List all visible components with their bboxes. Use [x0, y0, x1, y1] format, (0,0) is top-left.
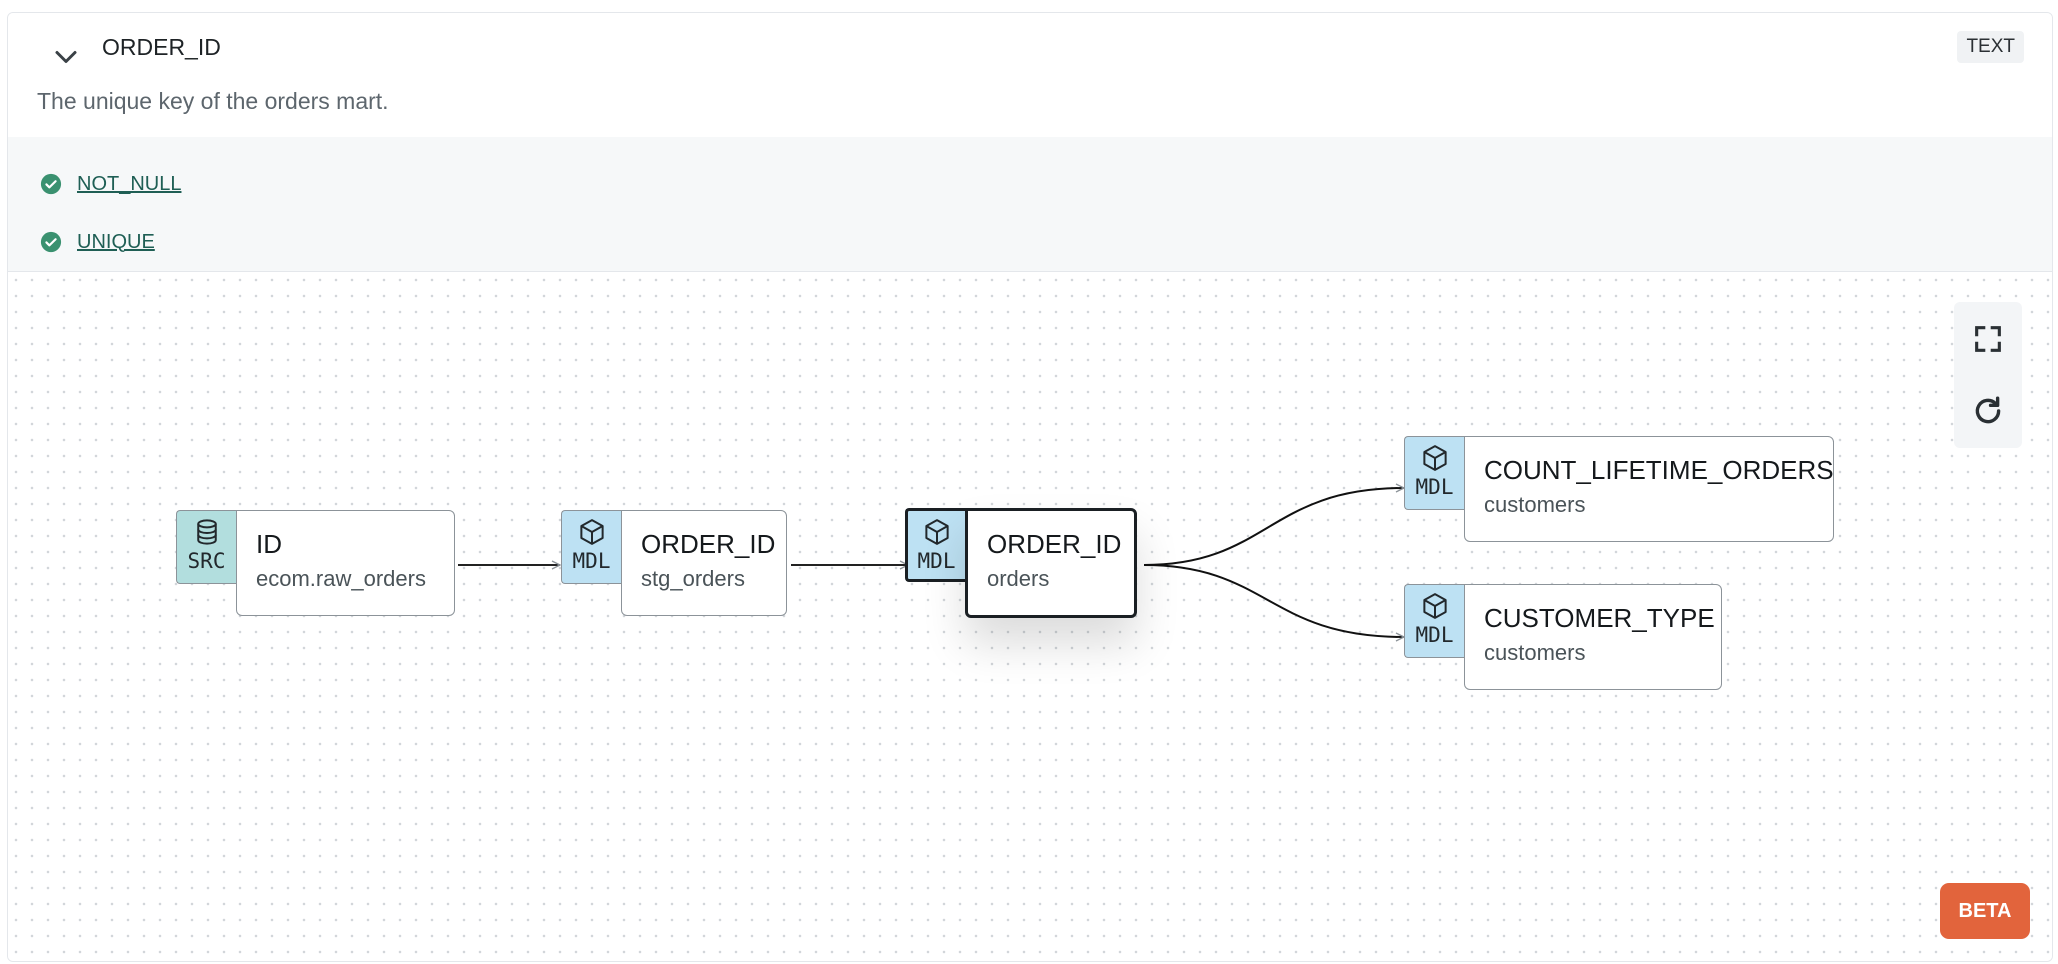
- cube-icon: [1422, 445, 1447, 471]
- fullscreen-icon[interactable]: [1971, 322, 2005, 356]
- edge-orders-to-customer-type: [1143, 564, 1404, 637]
- cube-icon: [924, 519, 949, 545]
- column-header: ORDER_ID TEXT The unique key of the orde…: [8, 13, 2052, 137]
- node-body: COUNT_LIFETIME_ORDERS customers: [1464, 436, 1834, 542]
- lineage-edges: [458, 272, 2052, 961]
- node-body: ORDER_ID orders: [965, 508, 1137, 618]
- lineage-node-source-id[interactable]: SRC ID ecom.raw_orders: [176, 510, 455, 616]
- node-column-name: ORDER_ID: [987, 529, 1122, 559]
- node-body: CUSTOMER_TYPE customers: [1464, 584, 1722, 690]
- column-description: The unique key of the orders mart.: [37, 88, 389, 114]
- database-icon: [196, 519, 217, 545]
- node-kind-label: MDL: [1415, 475, 1454, 499]
- node-column-name: COUNT_LIFETIME_ORDERS: [1484, 455, 1834, 485]
- column-type-badge: TEXT: [1957, 31, 2024, 63]
- beta-badge[interactable]: BETA: [1940, 883, 2030, 939]
- chevron-down-icon[interactable]: [48, 39, 84, 75]
- tests-panel: NOT_NULL UNIQUE: [8, 137, 2052, 272]
- node-body: ID ecom.raw_orders: [236, 510, 455, 616]
- node-kind-label: MDL: [917, 549, 956, 573]
- test-link-not-null[interactable]: NOT_NULL: [77, 172, 182, 195]
- node-model-name: customers: [1484, 492, 1586, 517]
- node-model-name: stg_orders: [641, 566, 745, 591]
- cube-icon: [579, 519, 604, 545]
- canvas-controls: [1954, 302, 2022, 448]
- node-kind-label: MDL: [572, 549, 611, 573]
- test-item: NOT_NULL: [40, 169, 181, 199]
- lineage-canvas[interactable]: SRC ID ecom.raw_orders MDL ORDER_ID stg_…: [8, 272, 2052, 961]
- node-column-name: CUSTOMER_TYPE: [1484, 603, 1715, 633]
- node-kind-label: SRC: [187, 549, 226, 573]
- check-circle-icon: [40, 173, 62, 195]
- node-model-name: customers: [1484, 640, 1586, 665]
- test-link-unique[interactable]: UNIQUE: [77, 230, 155, 253]
- node-body: ORDER_ID stg_orders: [621, 510, 787, 616]
- node-type-tag: MDL: [905, 508, 965, 582]
- node-type-tag: MDL: [1404, 584, 1464, 658]
- lineage-node-customer-type[interactable]: MDL CUSTOMER_TYPE customers: [1404, 584, 1722, 690]
- lineage-node-count-lifetime-orders[interactable]: MDL COUNT_LIFETIME_ORDERS customers: [1404, 436, 1834, 542]
- node-model-name: ecom.raw_orders: [256, 566, 426, 591]
- node-type-tag: MDL: [561, 510, 621, 584]
- node-column-name: ID: [256, 529, 282, 559]
- node-type-tag: MDL: [1404, 436, 1464, 510]
- lineage-node-stg-orders-order-id[interactable]: MDL ORDER_ID stg_orders: [561, 510, 787, 616]
- check-circle-icon: [40, 231, 62, 253]
- node-type-tag: SRC: [176, 510, 236, 584]
- edge-orders-to-count-lifetime-orders: [1143, 488, 1404, 566]
- column-card: ORDER_ID TEXT The unique key of the orde…: [7, 12, 2053, 962]
- node-kind-label: MDL: [1415, 623, 1454, 647]
- node-model-name: orders: [987, 566, 1050, 591]
- refresh-icon[interactable]: [1971, 394, 2005, 428]
- cube-icon: [1422, 593, 1447, 619]
- node-column-name: ORDER_ID: [641, 529, 776, 559]
- lineage-node-orders-order-id[interactable]: MDL ORDER_ID orders: [905, 508, 1137, 618]
- column-name: ORDER_ID: [102, 34, 221, 60]
- test-item: UNIQUE: [40, 227, 155, 257]
